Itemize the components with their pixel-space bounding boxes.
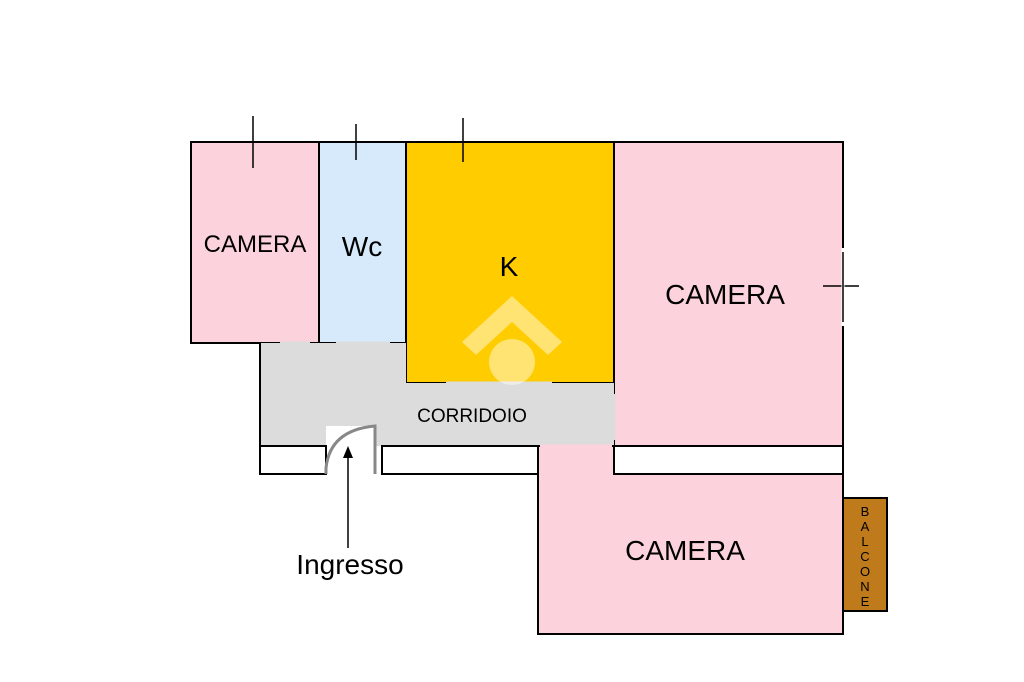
label-camera-1: CAMERA	[204, 231, 307, 258]
label-corridoio: CORRIDOIO	[417, 406, 527, 427]
label-balcone-letter: L	[861, 534, 868, 549]
room-balcone	[842, 497, 888, 612]
label-wc: Wc	[342, 231, 382, 262]
label-balcone-letter: O	[860, 564, 870, 579]
room-camera-3	[537, 445, 844, 635]
label-balcone-letter: C	[860, 549, 869, 564]
label-kitchen: K	[500, 251, 519, 282]
label-balcone-letter: N	[860, 579, 869, 594]
room-wc	[318, 141, 407, 344]
label-camera-3: CAMERA	[625, 535, 745, 566]
wall-strip-right	[613, 445, 844, 475]
entrance-arrow-head-icon	[343, 446, 353, 458]
entrance-door-icon	[324, 424, 377, 474]
room-kitchen	[405, 141, 615, 384]
room-camera-2	[613, 141, 844, 447]
room-camera-1	[190, 141, 320, 344]
label-ingresso: Ingresso	[296, 549, 403, 580]
label-balcone-letter: B	[861, 504, 870, 519]
watermark-logo-icon	[462, 296, 562, 385]
window-marks	[222, 116, 859, 326]
door-openings	[280, 341, 616, 448]
label-balcone-letter: A	[861, 519, 870, 534]
label-camera-2: CAMERA	[665, 279, 785, 310]
label-balcone-letter: E	[861, 594, 870, 609]
room-corridoio	[260, 343, 614, 446]
wall-strip-middle	[381, 445, 539, 475]
wall-strip-left	[259, 445, 327, 475]
